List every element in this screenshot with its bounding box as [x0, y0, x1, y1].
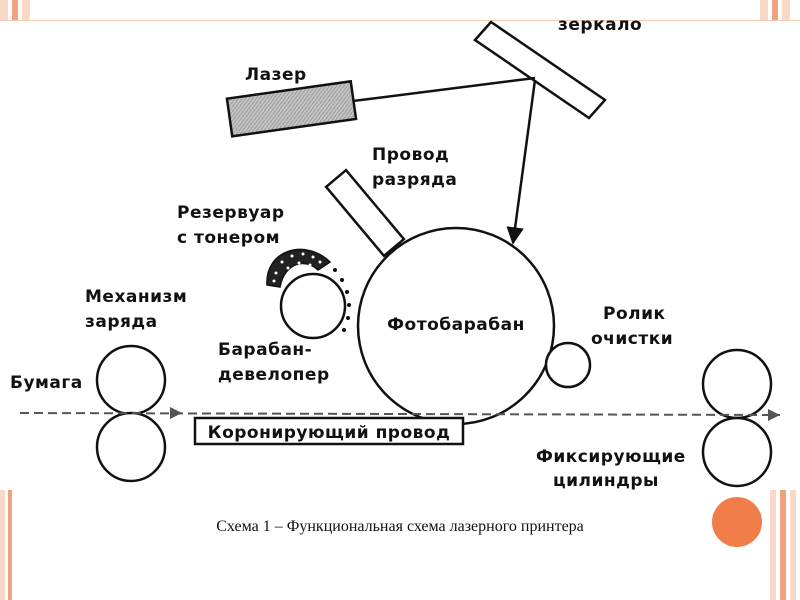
mirror-label: зеркало: [558, 15, 642, 35]
developer-drum-label-1: Барабан-: [218, 340, 312, 360]
fixing-cylinder-top: [701, 348, 773, 420]
photodrum-label: Фотобарабан: [387, 315, 525, 335]
discharge-wire-label-1: Провод: [372, 145, 449, 165]
toner-particles: [333, 268, 351, 332]
toner-reservoir-label-1: Резервуар: [177, 203, 285, 223]
paper-path-arrow-left: [170, 407, 182, 419]
figure-caption: Схема 1 – Функциональная схема лазерного…: [216, 518, 584, 535]
charge-mechanism-label-1: Механизм: [85, 287, 187, 307]
laser-beam: [352, 76, 536, 103]
mirror-shape: [473, 20, 607, 120]
laser-label: Лазер: [245, 65, 307, 85]
decorative-orange-circle: [712, 497, 762, 547]
cleaning-roller: [544, 341, 592, 389]
discharge-wire: [324, 168, 406, 258]
fixing-cylinders-label-1: Фиксирующие: [536, 447, 686, 467]
paper-path: [19, 412, 781, 416]
top-right-stripe: [760, 0, 800, 20]
fixing-cylinder-bottom: [701, 416, 773, 488]
corona-wire-box: [193, 416, 465, 446]
paper-label: Бумага: [10, 373, 83, 393]
laser-unit: [225, 79, 358, 138]
charge-mechanism-label-2: заряда: [85, 312, 158, 332]
toner-dots: [272, 252, 322, 283]
paper-path-arrow-right: [768, 409, 780, 421]
cleaning-roller-label-1: Ролик: [603, 304, 666, 324]
top-rule: [0, 20, 800, 21]
laser-printer-diagram: зеркало Лазер Провод разряда Резервуар с…: [10, 15, 781, 491]
reflected-beam: [506, 79, 537, 245]
corona-wire-label: Коронирующий провод: [208, 423, 451, 443]
cleaning-roller-label-2: очистки: [591, 329, 673, 349]
toner-reservoir: [266, 248, 332, 288]
fixing-cylinders-label-2: цилиндры: [553, 471, 659, 491]
bottom-right-stripe: [766, 490, 800, 600]
top-left-stripe: [0, 0, 40, 20]
developer-drum-label-2: девелопер: [218, 365, 330, 385]
charge-roller-top: [95, 344, 167, 416]
developer-drum: [279, 272, 347, 340]
discharge-wire-label-2: разряда: [372, 170, 457, 190]
charge-roller-bottom: [95, 411, 167, 483]
bottom-left-stripe: [0, 490, 14, 600]
toner-reservoir-label-2: с тонером: [177, 228, 280, 248]
